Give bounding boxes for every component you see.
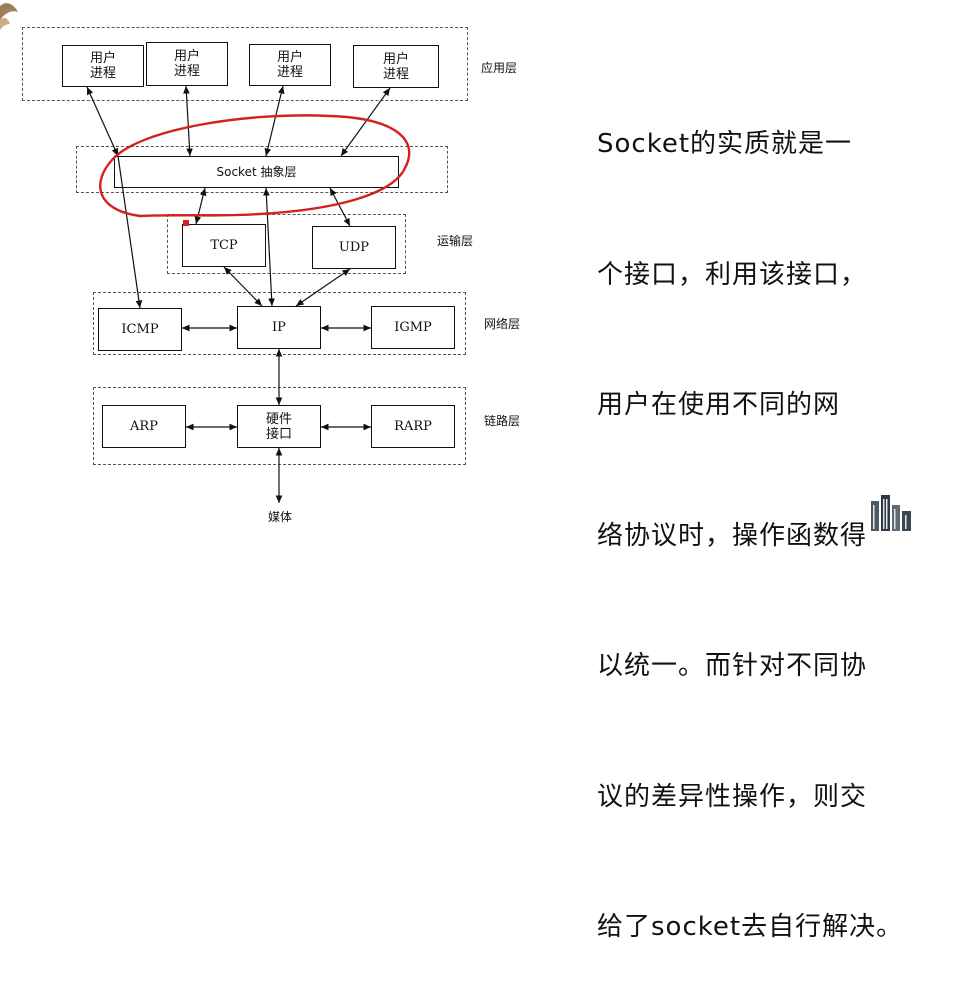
user-process-box-4: 用户 进程 bbox=[353, 45, 439, 88]
user-process-box-1: 用户 进程 bbox=[62, 45, 144, 87]
hardware-interface-box: 硬件 接口 bbox=[237, 405, 321, 448]
building-logo-icon bbox=[871, 495, 911, 531]
tcp-box: TCP bbox=[182, 224, 266, 267]
explanation-line: 给了socket去自行解决。 bbox=[597, 912, 904, 942]
corner-decoration-icon bbox=[0, 3, 18, 30]
rarp-box: RARP bbox=[371, 405, 455, 448]
connector-arrows bbox=[86, 85, 411, 503]
icmp-box: ICMP bbox=[98, 308, 182, 351]
transport-layer-label: 运输层 bbox=[437, 234, 474, 248]
link-layer-label: 链路层 bbox=[484, 414, 521, 428]
explanation-line: 用户在使用不同的网 bbox=[597, 390, 841, 420]
explanation-line: 络协议时，操作函数得 bbox=[597, 520, 868, 551]
application-layer-label: 应用层 bbox=[481, 61, 518, 75]
igmp-box: IGMP bbox=[371, 306, 455, 349]
user-process-box-2: 用户 进程 bbox=[146, 42, 228, 86]
socket-abstraction-box: Socket 抽象层 bbox=[114, 156, 399, 188]
arp-box: ARP bbox=[102, 405, 186, 448]
socket-layer-group bbox=[76, 146, 448, 193]
annotation-ellipse bbox=[99, 114, 411, 218]
network-layer-label: 网络层 bbox=[484, 317, 521, 331]
explanation-line: 以统一。而针对不同协 bbox=[597, 651, 868, 681]
udp-box: UDP bbox=[312, 226, 396, 269]
explanation-line: 议的差异性操作，则交 bbox=[597, 781, 868, 812]
socket-explanation-text: Socket的实质就是一 个接口，利用该接口， 用户在使用不同的网 络协议时，操… bbox=[597, 36, 962, 993]
user-process-box-3: 用户 进程 bbox=[249, 44, 331, 86]
explanation-line: 个接口，利用该接口， bbox=[597, 259, 868, 290]
transport-layer-group bbox=[167, 214, 406, 274]
explanation-line: Socket的实质就是一 bbox=[597, 129, 853, 159]
media-label: 媒体 bbox=[268, 510, 293, 524]
annotation-marker bbox=[183, 220, 189, 226]
ip-box: IP bbox=[237, 306, 321, 349]
network-stack-diagram: 用户 进程 用户 进程 用户 进程 用户 进程 应用层 Socket 抽象层 T… bbox=[0, 3, 911, 531]
application-layer-group bbox=[22, 27, 468, 101]
